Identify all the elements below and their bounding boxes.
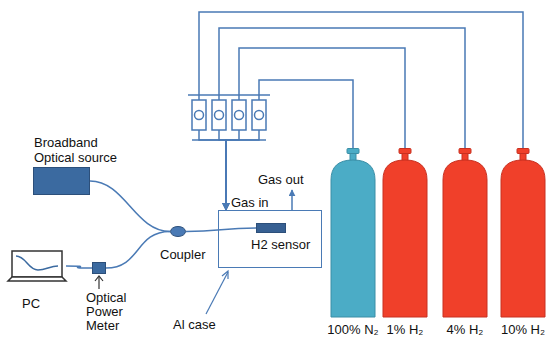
pc-icon: PC bbox=[8, 250, 66, 282]
optical-fiber bbox=[90, 181, 170, 232]
gas-cylinder-outline bbox=[330, 148, 376, 318]
leader-line bbox=[98, 277, 99, 289]
optical-fiber bbox=[66, 266, 92, 268]
gas-out-pipe bbox=[291, 190, 293, 210]
gas-cylinder: 1% H₂ bbox=[382, 148, 428, 318]
sensor-box: H2 sensor bbox=[256, 223, 286, 233]
valve-symbols bbox=[192, 100, 266, 130]
gas-cylinder-outline bbox=[382, 148, 428, 318]
gas-cylinder: 4% H₂ bbox=[442, 148, 488, 318]
light-source-box: Broadband Optical source bbox=[33, 167, 90, 195]
flow-label: Gas in bbox=[231, 195, 269, 210]
leader-line bbox=[206, 272, 228, 314]
node-label: Coupler bbox=[160, 247, 206, 262]
node-label: 4% H₂ bbox=[447, 322, 484, 337]
valve-knob bbox=[255, 111, 264, 120]
node-label: Broadband Optical source bbox=[34, 135, 134, 165]
cylinder-cap bbox=[517, 149, 529, 154]
cylinder-body bbox=[331, 160, 375, 317]
gas-cylinder: 10% H₂ bbox=[500, 148, 546, 318]
leader-arrowhead bbox=[222, 271, 228, 279]
coupler-symbol-outline bbox=[170, 226, 186, 237]
valve-symbol bbox=[252, 100, 266, 130]
gas-cylinder-outline bbox=[442, 148, 488, 318]
laptop-base bbox=[8, 277, 66, 281]
valve-knob bbox=[195, 111, 204, 120]
coupler-ellipse bbox=[171, 227, 186, 237]
valve-knob bbox=[235, 111, 244, 120]
flow-label: Gas out bbox=[258, 172, 304, 187]
power-meter-box: Optical Power Meter bbox=[92, 262, 106, 274]
gas-cylinder-outline bbox=[500, 148, 546, 318]
valve-symbol bbox=[232, 100, 246, 130]
cylinder-cap bbox=[459, 149, 471, 154]
leader-arrowhead bbox=[95, 276, 103, 281]
valve-symbol bbox=[212, 100, 226, 130]
node-label: 10% H₂ bbox=[501, 322, 545, 337]
cylinder-body bbox=[501, 160, 545, 317]
laptop-screen bbox=[12, 251, 62, 277]
node-label: PC bbox=[22, 296, 40, 311]
cylinder-body bbox=[383, 160, 427, 317]
node-label: 1% H₂ bbox=[387, 322, 424, 337]
gas-cylinder: 100% N₂ bbox=[330, 148, 376, 318]
node-label: Al case bbox=[173, 317, 216, 332]
valve-knob bbox=[215, 111, 224, 120]
node-label: Optical Power Meter bbox=[86, 291, 138, 333]
screen-curve bbox=[16, 256, 58, 270]
cylinder-cap bbox=[399, 149, 411, 154]
cylinder-cap bbox=[347, 149, 359, 154]
optical-fiber bbox=[186, 228, 256, 232]
coupler-symbol: Coupler bbox=[170, 226, 186, 237]
gas-line bbox=[226, 48, 405, 210]
node-label: 100% N₂ bbox=[327, 322, 378, 337]
pc-icon-outline bbox=[8, 250, 66, 282]
al-case-box: Al caseH2 sensor bbox=[218, 210, 322, 268]
node-label: H2 sensor bbox=[251, 237, 310, 252]
valve-symbol bbox=[192, 100, 206, 130]
manifold-line bbox=[188, 94, 270, 96]
cylinder-body bbox=[443, 160, 487, 317]
